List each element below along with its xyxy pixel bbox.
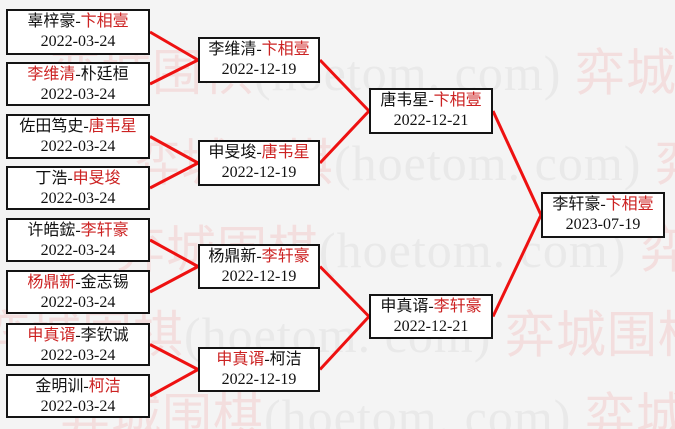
connector-line [318, 58, 371, 113]
winner-name: 唐韦星 [261, 144, 310, 161]
connector-line [149, 368, 199, 398]
player-name: 李维清- [208, 41, 262, 58]
player-name: 许皓鋐- [27, 222, 81, 239]
match-date: 2022-03-24 [40, 242, 116, 259]
match-date: 2022-12-19 [221, 268, 297, 285]
watermark-latin-text: (hoetom. com) [264, 389, 585, 429]
match-players: 丁浩-申旻埈 [8, 169, 148, 189]
match-date: 2022-03-24 [40, 347, 116, 364]
match-date: 2022-12-19 [221, 371, 297, 388]
player-name: 杨鼎新- [208, 248, 262, 265]
winner-name: 申真谞 [27, 327, 76, 344]
winner-name: 李轩豪 [80, 222, 129, 239]
connector-line [491, 110, 543, 216]
player-name: 李轩豪- [552, 196, 606, 213]
match-players: 金明训-柯洁 [8, 377, 148, 397]
connector-line [149, 343, 199, 371]
winner-name: 卞相壹 [433, 92, 482, 109]
match-players: 佐田笃史-唐韦星 [8, 117, 148, 137]
match-date: 2022-03-24 [40, 398, 116, 415]
connector-line [149, 265, 199, 294]
match-date: 2022-12-19 [221, 61, 297, 78]
match-players: 申真谞-柯洁 [200, 350, 318, 370]
player-name: 金明训- [35, 378, 89, 395]
winner-name: 申真谞 [216, 351, 265, 368]
connector-line [149, 161, 199, 190]
connector-line [149, 135, 199, 165]
match-date: 2022-03-24 [40, 294, 116, 311]
player-name: -李钦诚 [75, 327, 129, 344]
player-name: 申真谞- [380, 298, 434, 315]
winner-name: 卞相壹 [261, 41, 310, 58]
watermark-cjk-text: 弈城围棋 [504, 307, 675, 363]
winner-name: 杨鼎新 [27, 274, 76, 291]
match-date: 2022-12-21 [393, 112, 469, 129]
connector-line [318, 315, 371, 371]
connector-line [491, 214, 543, 318]
match-date: 2022-03-24 [40, 86, 116, 103]
match-players: 唐韦星-卞相壹 [371, 91, 491, 111]
player-name: -朴廷桓 [75, 66, 129, 83]
match-players: 申真谞-李轩豪 [371, 297, 491, 317]
player-name: -金志锡 [75, 274, 129, 291]
match-date: 2022-03-24 [40, 190, 116, 207]
watermark-latin-text: (hoetom. com) [334, 135, 655, 191]
winner-name: 卞相壹 [605, 196, 654, 213]
player-name: -柯洁 [264, 351, 302, 368]
winner-name: 申旻埈 [72, 170, 121, 187]
match-date: 2022-03-24 [40, 33, 116, 50]
watermark-cjk-text: 弈城围棋 [655, 135, 675, 191]
match-date: 2022-12-21 [393, 318, 469, 335]
match-players: 李维清-朴廷桓 [8, 65, 148, 85]
connector-line [149, 58, 199, 86]
match-date: 2022-12-19 [221, 164, 297, 181]
player-name: 辜梓豪- [27, 13, 81, 30]
match-players: 申真谞-李钦诚 [8, 326, 148, 346]
watermark-cjk-text: 弈城围棋 [574, 45, 675, 101]
connector-line [318, 265, 371, 318]
winner-name: 唐韦星 [88, 118, 137, 135]
match-players: 李维清-卞相壹 [200, 40, 318, 60]
watermark-cjk-text: 弈城围棋 [584, 389, 675, 429]
winner-name: 李维清 [27, 66, 76, 83]
match-players: 李轩豪-卞相壹 [543, 195, 663, 215]
winner-name: 李轩豪 [261, 248, 310, 265]
connector-line [318, 109, 371, 165]
match-players: 杨鼎新-金志锡 [8, 273, 148, 293]
winner-name: 卞相壹 [80, 13, 129, 30]
winner-name: 李轩豪 [433, 298, 482, 315]
match-date: 2022-03-24 [40, 138, 116, 155]
winner-name: 柯洁 [88, 378, 121, 395]
match-players: 许皓鋐-李轩豪 [8, 221, 148, 241]
match-players: 杨鼎新-李轩豪 [200, 247, 318, 267]
match-players: 辜梓豪-卞相壹 [8, 12, 148, 32]
player-name: 丁浩- [35, 170, 73, 187]
player-name: 佐田笃史- [19, 118, 89, 135]
player-name: 唐韦星- [380, 92, 434, 109]
connector-line [149, 30, 199, 62]
player-name: 申旻埈- [208, 144, 262, 161]
match-date: 2023-07-19 [565, 216, 641, 233]
connector-line [149, 238, 199, 268]
match-players: 申旻埈-唐韦星 [200, 143, 318, 163]
